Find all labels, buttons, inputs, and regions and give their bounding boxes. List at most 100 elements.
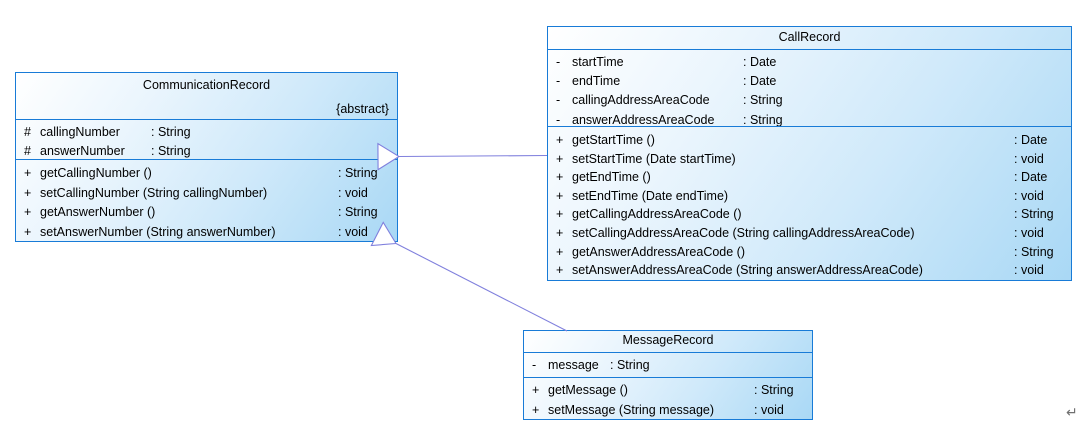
methods-compartment: + getStartTime () : Date + setStartTime (Dat… bbox=[548, 126, 1071, 280]
member-name: callingNumber bbox=[40, 125, 120, 139]
member-type: : void bbox=[1014, 263, 1044, 278]
visibility-symbol: + bbox=[556, 263, 564, 278]
member-row: + setEndTime (Date endTime) : void bbox=[548, 187, 1071, 206]
class-box-callrecord[interactable]: CallRecord -startTime: Date-endTime: Dat… bbox=[547, 26, 1072, 281]
member-row: + setAnswerNumber (String answerNumber) : … bbox=[16, 223, 397, 242]
member-row: + getCallingNumber () : String bbox=[16, 164, 397, 184]
member-row: # callingNumber : String bbox=[16, 123, 397, 142]
member-type: : Date bbox=[743, 74, 777, 89]
class-title-compartment: MessageRecord bbox=[524, 331, 812, 352]
visibility-symbol: + bbox=[556, 207, 564, 222]
visibility-symbol: + bbox=[532, 383, 540, 397]
member-type: : Date bbox=[1014, 170, 1048, 185]
member-type: : void bbox=[1014, 151, 1044, 166]
member-type: : String bbox=[1014, 244, 1054, 259]
visibility-symbol: + bbox=[24, 185, 32, 200]
class-name: CallRecord bbox=[778, 30, 841, 44]
member-type: : String bbox=[743, 93, 783, 108]
visibility-symbol: - bbox=[556, 112, 561, 126]
member-name: getCallingNumber () bbox=[40, 166, 152, 180]
member-row: + getAnswerAddressAreaCode () : String bbox=[548, 243, 1071, 262]
member-name: setAnswerNumber (String answerNumber) bbox=[40, 224, 276, 239]
visibility-symbol: + bbox=[532, 403, 540, 417]
member-row: -answerAddressAreaCode : String bbox=[548, 111, 1071, 126]
member-row: -callingAddressAreaCode : String bbox=[548, 91, 1071, 110]
visibility-symbol: + bbox=[556, 188, 564, 203]
class-box-messagerecord[interactable]: MessageRecord -message : String + getMessa… bbox=[523, 330, 813, 420]
member-type: : void bbox=[338, 185, 368, 200]
member-row: -endTime : Date bbox=[548, 72, 1071, 91]
generalization-arrow-callrecord-to-communicationrecord[interactable] bbox=[399, 156, 548, 157]
member-row: -message : String bbox=[524, 356, 812, 375]
member-type: : String bbox=[338, 205, 378, 219]
member-name: getMessage () bbox=[548, 383, 628, 397]
member-row: +getEndTime (): Date bbox=[548, 168, 1071, 187]
member-type: : Date bbox=[743, 55, 777, 69]
member-type: : String bbox=[338, 166, 378, 180]
member-row: + getCallingAddressAreaCode () : String bbox=[548, 205, 1071, 224]
member-row: # answerNumber : String bbox=[16, 142, 397, 159]
member-row: + getStartTime () : Date bbox=[548, 131, 1071, 150]
class-name: CommunicationRecord bbox=[142, 78, 271, 92]
member-type: : void bbox=[754, 403, 784, 417]
member-name: endTime bbox=[572, 74, 621, 89]
member-name: setStartTime (Date startTime) bbox=[572, 151, 736, 166]
visibility-symbol: + bbox=[24, 224, 32, 239]
methods-compartment: + getMessage () : String + setMessage (Strin… bbox=[524, 377, 812, 419]
visibility-symbol: # bbox=[24, 144, 31, 158]
member-name: startTime bbox=[572, 55, 624, 69]
member-name: callingAddressAreaCode bbox=[572, 93, 710, 108]
visibility-symbol: - bbox=[556, 74, 561, 89]
member-name: setCallingAddressAreaCode (String callin… bbox=[572, 225, 915, 240]
methods-compartment: + getCallingNumber () : String + setCallingN… bbox=[16, 159, 397, 241]
member-row: +setAnswerAddressAreaCode (String answer… bbox=[548, 261, 1071, 280]
member-type: : String bbox=[151, 144, 191, 158]
member-type: : String bbox=[754, 383, 794, 397]
member-type: : Date bbox=[1014, 133, 1048, 147]
member-row: -startTime : Date bbox=[548, 53, 1071, 72]
member-name: setMessage (String message) bbox=[548, 403, 715, 417]
member-type: : String bbox=[151, 125, 191, 139]
member-row: + setStartTime (Date startTime) : void bbox=[548, 150, 1071, 169]
class-box-communicationrecord[interactable]: CommunicationRecord {abstract} # callingN… bbox=[15, 72, 398, 242]
visibility-symbol: - bbox=[556, 93, 561, 108]
member-type: : void bbox=[338, 224, 368, 239]
paragraph-return-mark: ↵ bbox=[1066, 404, 1078, 420]
member-name: getAnswerNumber () bbox=[40, 205, 156, 219]
member-type: : String bbox=[610, 358, 650, 372]
member-row: + getAnswerNumber () : String bbox=[16, 203, 397, 223]
member-type: : void bbox=[1014, 225, 1044, 240]
visibility-symbol: + bbox=[556, 244, 564, 259]
member-type: : String bbox=[1014, 207, 1054, 222]
member-row: + getMessage () : String bbox=[524, 380, 812, 400]
visibility-symbol: - bbox=[556, 55, 561, 69]
visibility-symbol: + bbox=[556, 151, 564, 166]
member-name: setCallingNumber (String callingNumber) bbox=[40, 185, 268, 200]
visibility-symbol: + bbox=[556, 225, 564, 240]
member-type: : void bbox=[1014, 188, 1044, 203]
visibility-symbol: # bbox=[24, 125, 31, 139]
member-name: getAnswerAddressAreaCode () bbox=[572, 244, 745, 259]
visibility-symbol: + bbox=[24, 205, 32, 219]
member-name: getEndTime () bbox=[572, 170, 651, 185]
attributes-compartment: -startTime: Date-endTime: Date-callingAd… bbox=[548, 49, 1071, 126]
member-row: + setMessage (String message) : void bbox=[524, 400, 812, 419]
member-name: answerNumber bbox=[40, 144, 125, 158]
attributes-compartment: # callingNumber : String # answerNumber : Str… bbox=[16, 119, 397, 159]
member-name: getStartTime () bbox=[572, 133, 655, 147]
member-name: getCallingAddressAreaCode () bbox=[572, 207, 742, 222]
visibility-symbol: + bbox=[24, 166, 32, 180]
visibility-symbol: - bbox=[532, 358, 537, 372]
member-name: setEndTime (Date endTime) bbox=[572, 188, 729, 203]
generalization-arrow-messagerecord-to-communicationrecord[interactable] bbox=[396, 244, 568, 332]
member-type: : String bbox=[743, 112, 783, 126]
visibility-symbol: + bbox=[556, 133, 564, 147]
member-row: + setCallingAddressAreaCode (String calli… bbox=[548, 224, 1071, 243]
member-name: answerAddressAreaCode bbox=[572, 112, 715, 126]
member-row: + setCallingNumber (String callingNumber)… bbox=[16, 184, 397, 204]
class-title-compartment: CommunicationRecord {abstract} bbox=[16, 73, 397, 119]
member-name: message bbox=[548, 358, 599, 372]
abstract-stereotype-label: {abstract} bbox=[336, 102, 389, 116]
attributes-compartment: -message : String bbox=[524, 352, 812, 377]
